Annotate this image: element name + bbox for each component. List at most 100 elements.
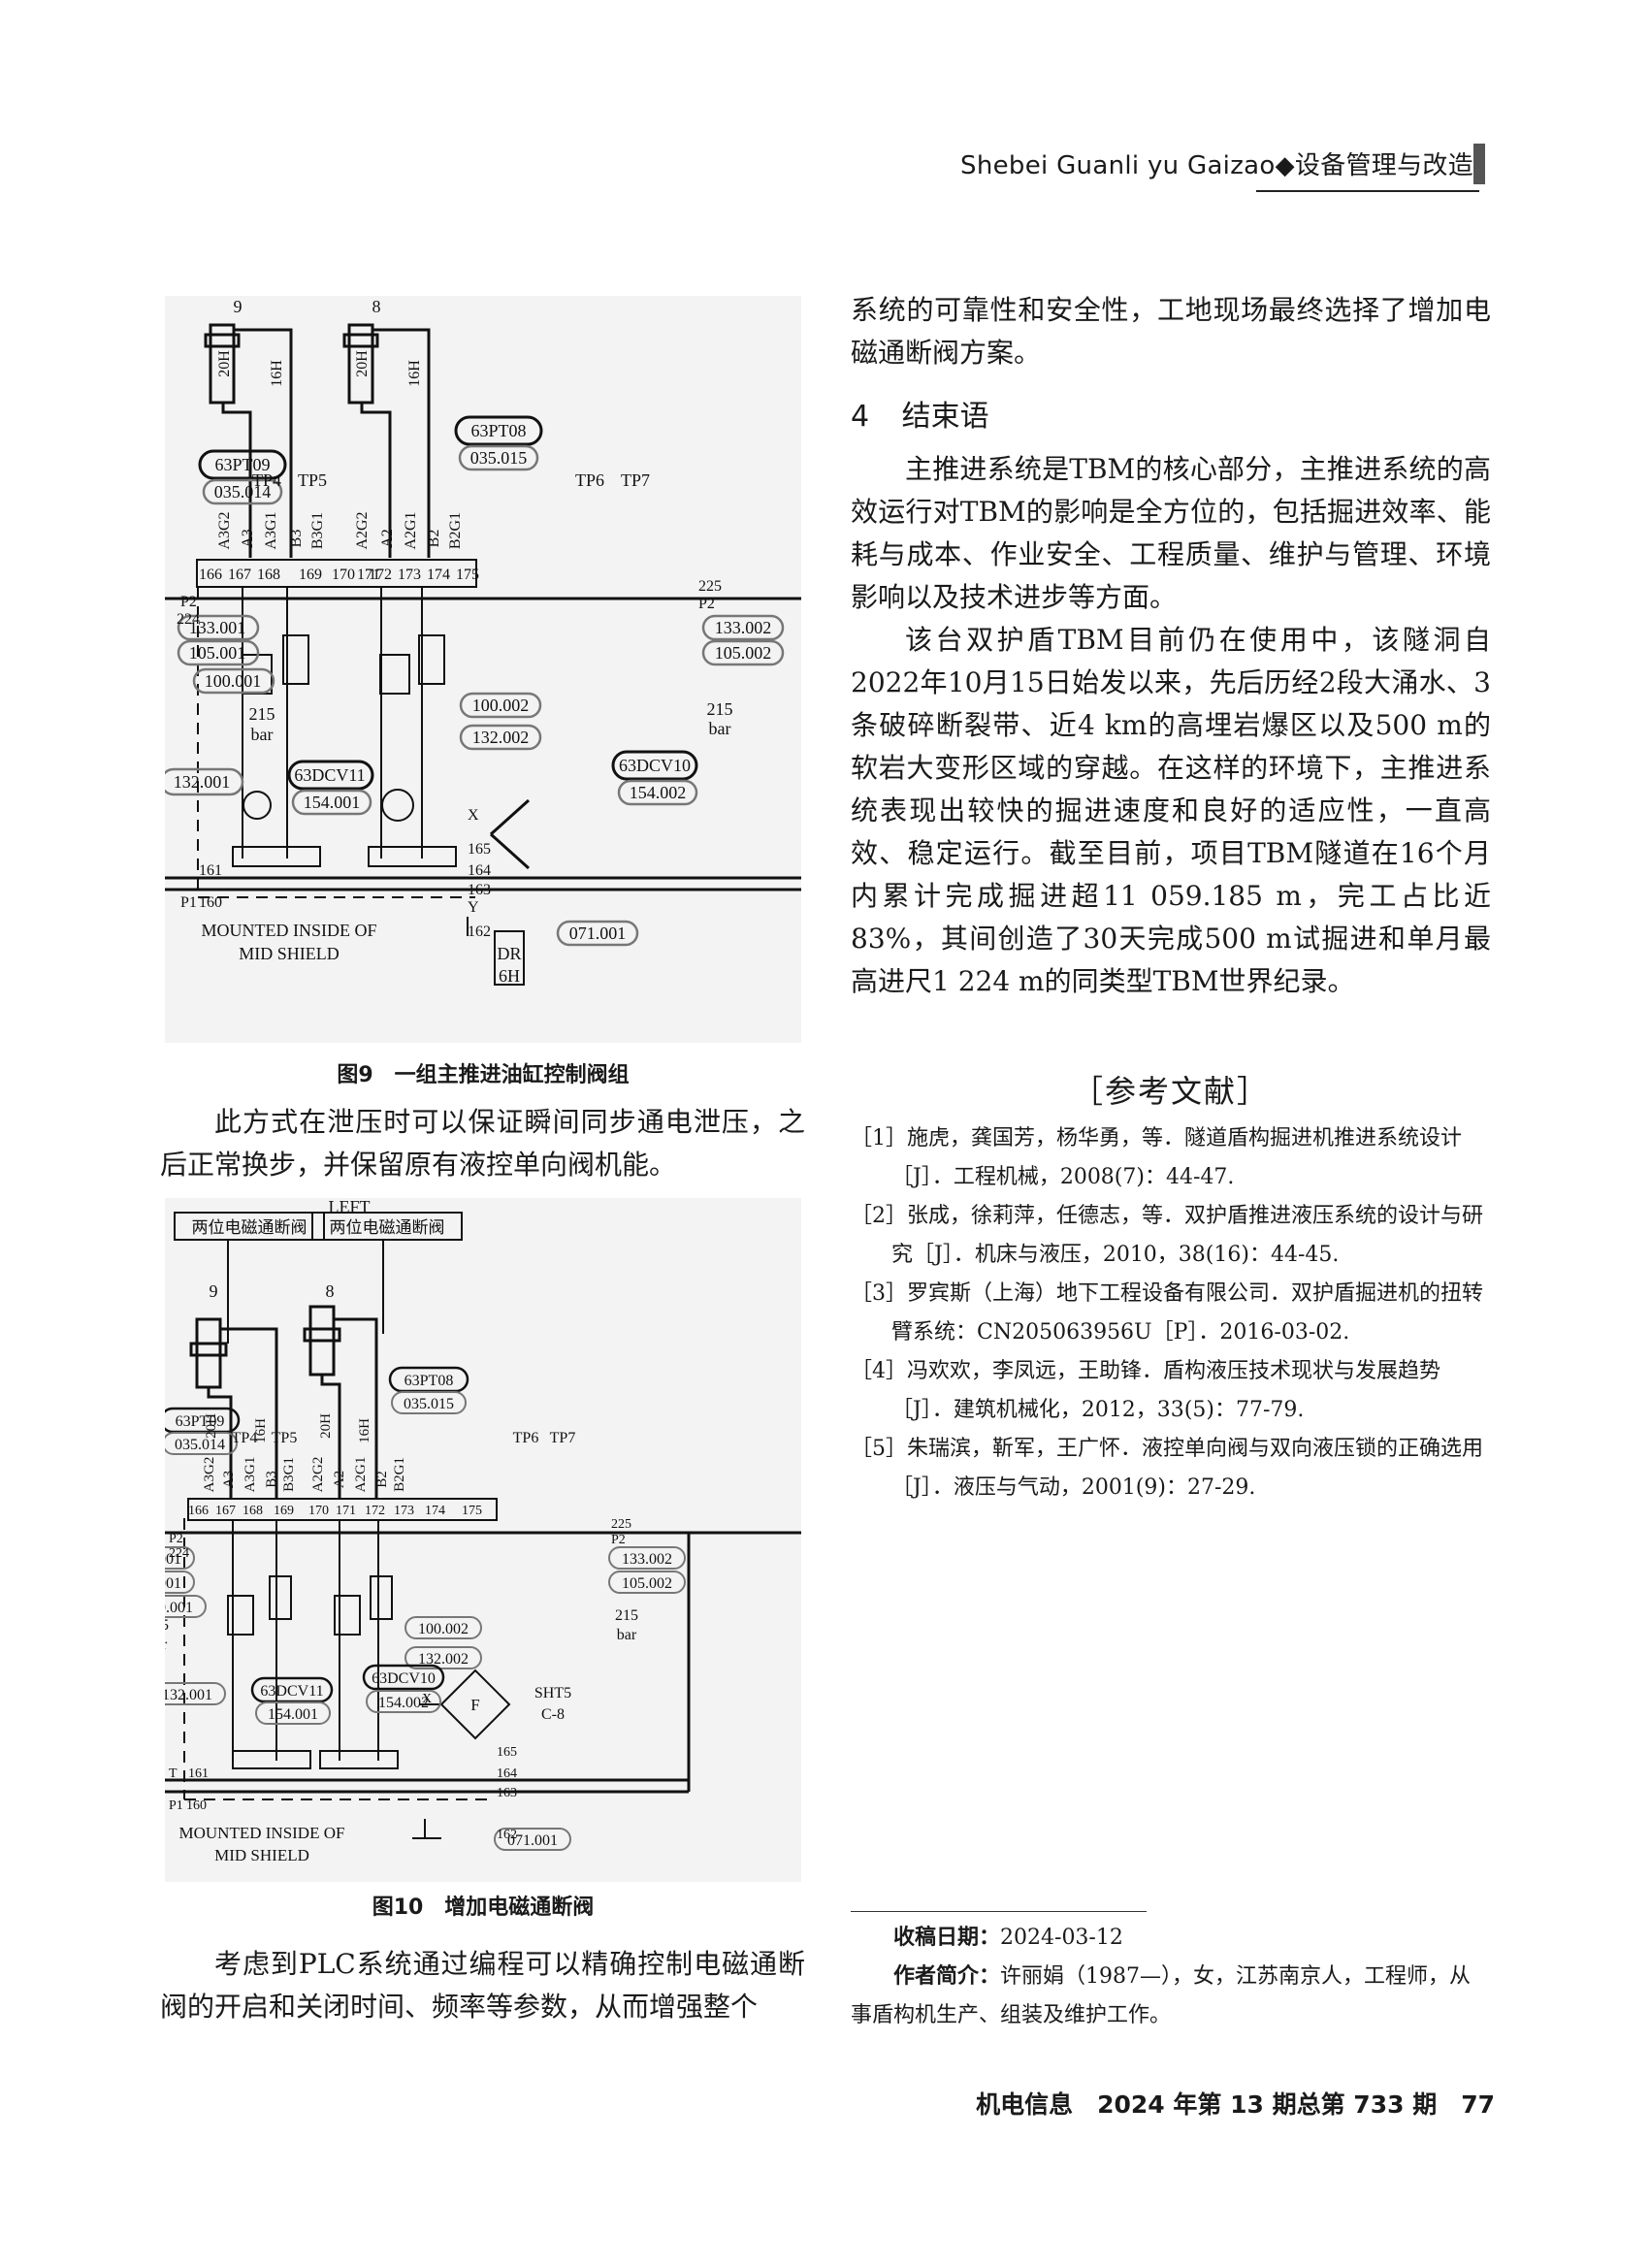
- fig9-224: 224: [177, 611, 200, 628]
- f10-badge-105001: [165, 1571, 195, 1594]
- f10-160: 160: [186, 1798, 207, 1813]
- fig9-pt08: 63PT08: [470, 421, 526, 440]
- f10-p2-left: P2: [169, 1532, 183, 1546]
- f10-166: 166: [188, 1504, 209, 1518]
- valve-lines: [242, 587, 423, 859]
- port-block: [196, 559, 477, 588]
- badge-133002: [701, 614, 785, 641]
- fig9-dcv11: 63DCV11: [294, 765, 365, 785]
- figure-9-svg: 9 8 63PT09 035.014 63PT08 035.015 TP4 TP…: [165, 297, 801, 986]
- f10-t: T: [169, 1766, 178, 1781]
- fig9-100002: 100.002: [472, 696, 530, 715]
- f10-badge-071001: [494, 1828, 571, 1851]
- fig9-tp7: TP7: [621, 470, 650, 490]
- fig9-a3g1: A3G1: [263, 511, 279, 549]
- badge-dcv10: [611, 750, 698, 781]
- badge-133001: [177, 614, 260, 641]
- f10-dcv-left: [232, 1750, 311, 1769]
- fig9-16h-right: 16H: [406, 360, 423, 387]
- fig9-mount2: MID SHIELD: [239, 944, 340, 963]
- f10-171: 171: [336, 1504, 356, 1518]
- f10-badge-dcv10: [362, 1664, 445, 1691]
- f10-diamond: [439, 1669, 511, 1740]
- f10-pipe-20h-left: [207, 1387, 233, 1499]
- figure-9-diagram: 9 8 63PT09 035.014 63PT08 035.015 TP4 TP…: [165, 296, 801, 1043]
- f10-105002: 105.002: [622, 1575, 672, 1592]
- f10-pt08-val: 035.015: [404, 1396, 454, 1412]
- f10-175: 175: [462, 1504, 482, 1518]
- reference-item: ［1］施虎，龚国芳，杨华勇，等．隧道盾构掘进机推进系统设计［J］．工程机械，20…: [851, 1126, 1462, 1189]
- f10-sht2: C-8: [541, 1706, 565, 1723]
- fig9-132001: 132.001: [174, 772, 231, 792]
- badge-pt08: [454, 415, 543, 446]
- fig9-a2g2: A2G2: [354, 511, 371, 549]
- fig9-tp5: TP5: [298, 470, 327, 490]
- f10-pt08: 63PT08: [404, 1373, 454, 1389]
- author-note: 作者简介：许丽娟（1987—），女，江苏南京人，工程师，从事盾构机生产、组装及维…: [851, 1958, 1491, 2035]
- f10-cylinder-left: [195, 1317, 222, 1389]
- fig9-b2: B2: [426, 530, 442, 548]
- fig9-dcv10-val: 154.002: [630, 783, 687, 802]
- f10-bar-r: 215: [615, 1607, 638, 1624]
- f10-b2: B2: [374, 1471, 390, 1488]
- badge-pt08-val: [458, 444, 539, 471]
- fig9-dcv10: 63DCV10: [619, 756, 691, 775]
- f10-dashed-enclosure: [183, 1518, 495, 1800]
- f10-badge-dcv10-val: [366, 1690, 441, 1713]
- fig9-pt08-val: 035.015: [470, 448, 528, 468]
- fig9-bar-r-unit: bar: [709, 719, 731, 738]
- fig9-pt09: 63PT09: [214, 455, 270, 474]
- f10-check-valve-left: [227, 1595, 254, 1636]
- fig9-p2-right: P2: [698, 596, 715, 612]
- fig9-tp4: TP4: [252, 470, 281, 490]
- fig9-175: 175: [456, 567, 479, 583]
- f10-173: 173: [394, 1504, 414, 1518]
- fig9-dr: DR: [497, 944, 521, 963]
- relief-valve-left: [282, 634, 309, 685]
- header-rule: [1256, 190, 1479, 192]
- f10-164: 164: [497, 1766, 517, 1781]
- f10-f: F: [470, 1696, 479, 1714]
- fig9-a2: A2: [379, 529, 396, 548]
- f10-162: 162: [497, 1828, 517, 1842]
- fig9-169: 169: [299, 567, 322, 583]
- f10-badge-132002: [404, 1646, 482, 1669]
- pipe-20h-right: [360, 403, 392, 558]
- f10-dcv-right: [319, 1750, 399, 1769]
- f10-cyl-left: 9: [210, 1281, 218, 1301]
- relief-valve-right: [418, 634, 445, 685]
- right-para-2: 该台双护盾TBM目前仍在使用中，该隧洞自2022年10月15日始发以来，先后历经…: [851, 624, 1491, 997]
- figure-10-svg: LEFT 两位电磁通断阀 两位电磁通断阀 9 8 63PT09 035.014 …: [165, 1198, 801, 1864]
- fig9-105001: 105.001: [189, 643, 246, 663]
- fig9-071001: 071.001: [569, 923, 627, 943]
- fig9-bar-l-unit: bar: [251, 725, 274, 744]
- f10-drain: [412, 1819, 441, 1839]
- fig9-132002: 132.002: [472, 728, 530, 747]
- f10-mount2: MID SHIELD: [214, 1846, 309, 1864]
- received-date-note: 收稿日期：2024-03-12: [851, 1919, 1491, 1958]
- fig9-b3g1: B3G1: [309, 512, 326, 549]
- f10-133002: 133.002: [622, 1551, 672, 1568]
- received-label: 收稿日期：: [893, 1926, 1001, 1950]
- f10-a2g1: A2G1: [353, 1457, 369, 1493]
- f10-badge-pt09-val: [165, 1432, 238, 1455]
- f10-165: 165: [497, 1745, 517, 1760]
- fig9-173: 173: [398, 567, 421, 583]
- f10-167: 167: [215, 1504, 236, 1518]
- f10-valve-right: 两位电磁通断阀: [330, 1218, 445, 1237]
- f10-badge-pt08-val: [391, 1391, 467, 1414]
- f10-pipe-16h-left: [220, 1327, 278, 1499]
- f10-valve-label-left-frame: [174, 1212, 325, 1241]
- received-date: 2024-03-12: [1000, 1926, 1123, 1950]
- reference-item: ［4］冯欢欢，李凤远，王助锋．盾构液压技术现状与发展趋势［J］．建筑机械化，20…: [851, 1359, 1440, 1422]
- fig9-a2g1: A2G1: [403, 511, 419, 549]
- f10-tp7: TP7: [550, 1430, 576, 1446]
- left-para-2: 考虑到PLC系统通过编程可以精确控制电磁通断阀的开启和关闭时间、频率等参数，从而…: [160, 1948, 805, 2023]
- f10-172: 172: [365, 1504, 385, 1518]
- figure-10-diagram: LEFT 两位电磁通断阀 两位电磁通断阀 9 8 63PT09 035.014 …: [165, 1198, 801, 1882]
- highlight-circle-right: [381, 789, 414, 822]
- fig9-dr-val: 6H: [499, 966, 520, 986]
- fig9-pt09-val: 035.014: [214, 482, 272, 502]
- fig9-163: 163: [468, 882, 491, 898]
- f10-20h-right: 20H: [318, 1413, 334, 1439]
